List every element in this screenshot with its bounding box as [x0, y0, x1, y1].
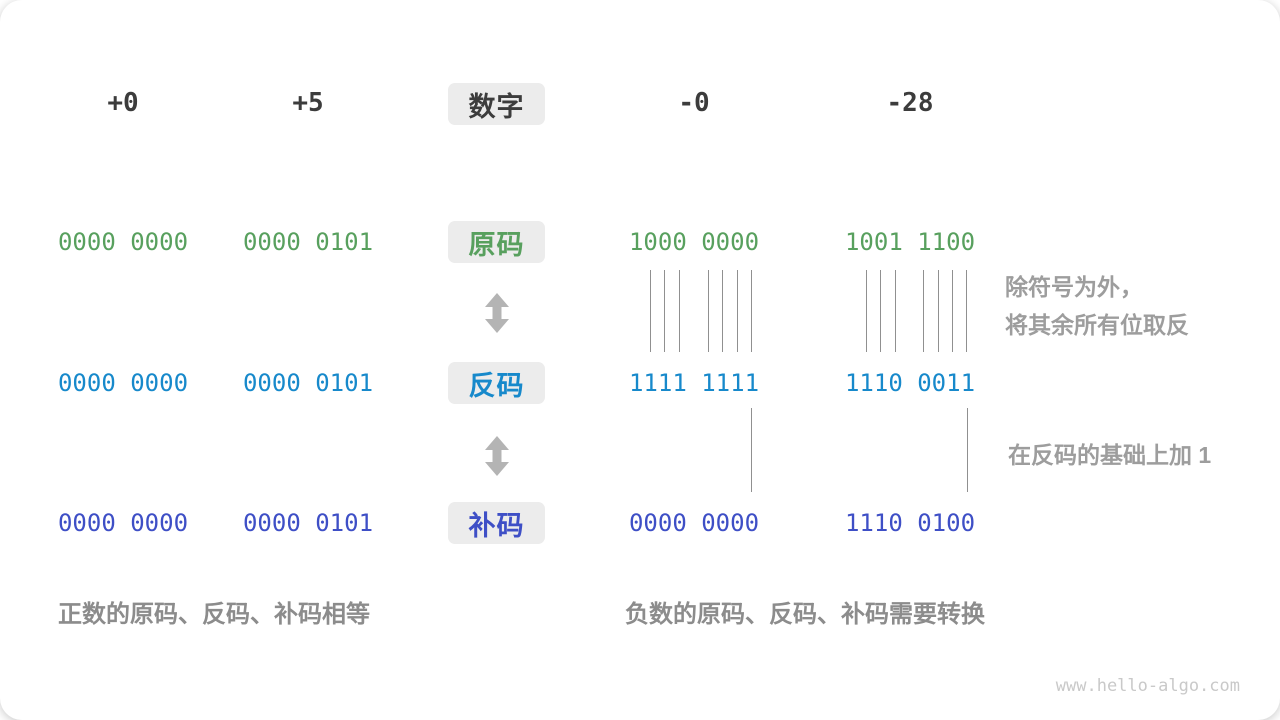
- bit-flip-line: [866, 270, 867, 352]
- flip-annotation-line2: 将其余所有位取反: [1005, 312, 1189, 338]
- sign-magnitude-value-minus0: 1000 0000: [628, 228, 760, 256]
- tag-ones-complement: 反码: [448, 362, 545, 404]
- watermark: www.hello-algo.com: [1055, 676, 1240, 696]
- ones-complement-value-minus0: 1111 1111: [628, 369, 760, 397]
- add-one-line: [751, 408, 752, 492]
- column-header-minus-zero: -0: [678, 88, 710, 118]
- sign-magnitude-value-plus5: 0000 0101: [242, 228, 374, 256]
- bit-flip-line: [952, 270, 953, 352]
- twos-complement-value-plus0: 0000 0000: [57, 509, 189, 537]
- bit-flip-line: [895, 270, 896, 352]
- bit-flip-line: [650, 270, 651, 352]
- column-header-plus-five: +5: [292, 88, 324, 118]
- bit-flip-line: [938, 270, 939, 352]
- caption-positive-numbers: 正数的原码、反码、补码相等: [58, 601, 370, 628]
- bit-flip-line: [664, 270, 665, 352]
- bit-flip-line: [966, 270, 967, 352]
- column-header-minus-28: -28: [886, 88, 934, 118]
- flip-annotation: 除符号为外， 将其余所有位取反: [1005, 268, 1189, 344]
- swap-arrow-icon: [485, 293, 509, 333]
- column-header-plus-zero: +0: [107, 88, 139, 118]
- twos-complement-value-plus5: 0000 0101: [242, 509, 374, 537]
- sign-magnitude-value-minus28: 1001 1100: [844, 228, 976, 256]
- caption-negative-numbers: 负数的原码、反码、补码需要转换: [625, 601, 985, 628]
- tag-number: 数字: [448, 83, 545, 125]
- ones-complement-value-plus5: 0000 0101: [242, 369, 374, 397]
- add-one-annotation: 在反码的基础上加 1: [1008, 442, 1212, 468]
- twos-complement-value-minus0: 0000 0000: [628, 509, 760, 537]
- bit-flip-line: [923, 270, 924, 352]
- twos-complement-value-minus28: 1110 0100: [844, 509, 976, 537]
- bit-flip-line: [880, 270, 881, 352]
- ones-complement-value-plus0: 0000 0000: [57, 369, 189, 397]
- swap-arrow-icon: [485, 436, 509, 476]
- ones-complement-value-minus28: 1110 0011: [844, 369, 976, 397]
- bit-flip-line: [751, 270, 752, 352]
- add-one-line: [967, 408, 968, 492]
- sign-magnitude-value-plus0: 0000 0000: [57, 228, 189, 256]
- flip-annotation-line1: 除符号为外，: [1005, 274, 1143, 300]
- bit-flip-line: [737, 270, 738, 352]
- bit-flip-line: [679, 270, 680, 352]
- bit-flip-line: [708, 270, 709, 352]
- tag-sign-magnitude: 原码: [448, 221, 545, 263]
- tag-twos-complement: 补码: [448, 502, 545, 544]
- bit-flip-line: [722, 270, 723, 352]
